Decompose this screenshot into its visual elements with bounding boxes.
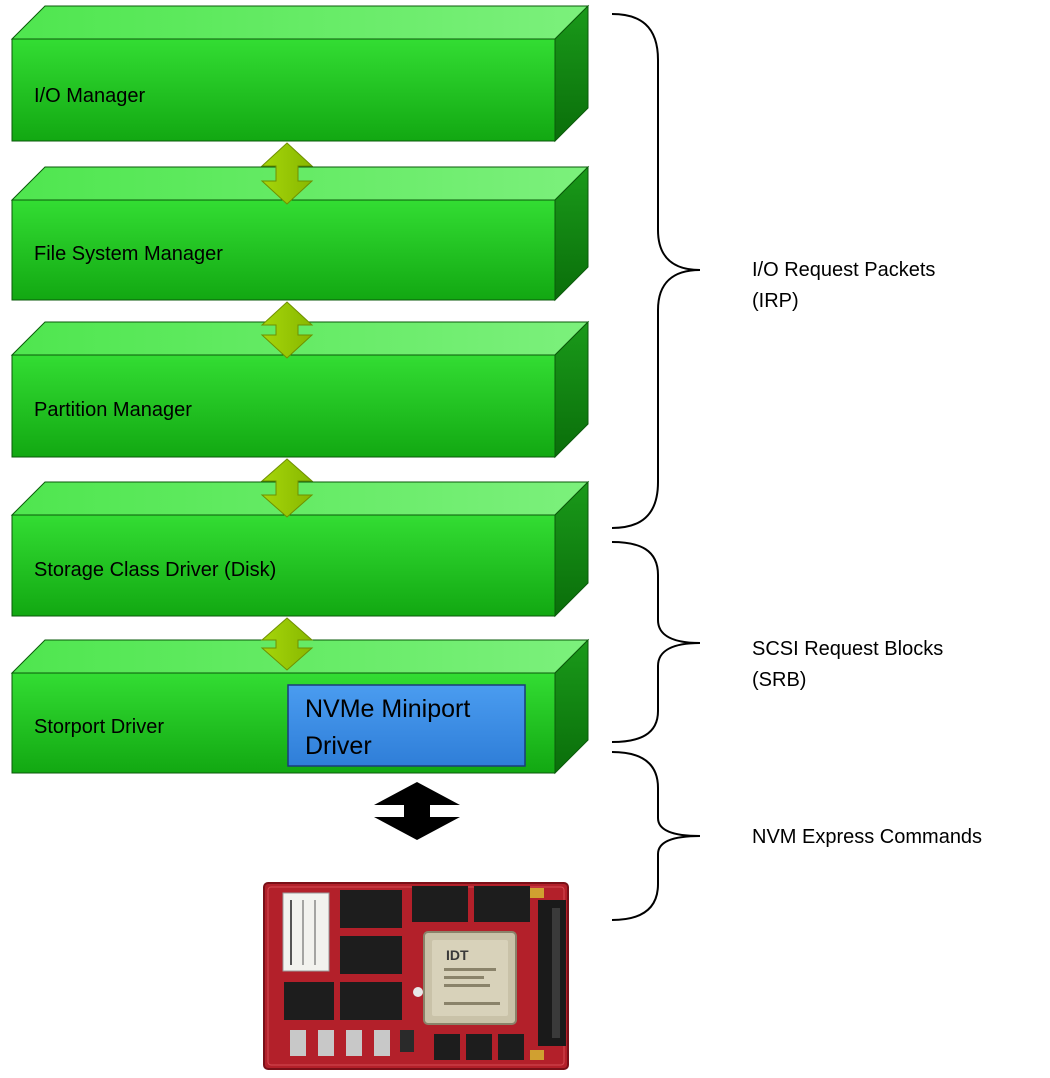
dram-chip xyxy=(498,1034,524,1060)
updown-arrow-4 xyxy=(260,617,314,671)
flash-chip xyxy=(340,936,402,974)
miniport-label-line1: NVMe Miniport xyxy=(305,695,470,723)
flash-chip xyxy=(284,982,334,1020)
miniport-box xyxy=(287,684,526,767)
brace-label-nvm-express: NVM Express Commands xyxy=(752,826,983,848)
layer-front-face xyxy=(11,514,556,617)
layer-partition-manager: Partition Manager xyxy=(10,320,590,459)
layer-label: Storage Class Driver (Disk) xyxy=(34,559,276,581)
layer-front-face xyxy=(11,199,556,301)
brace-label-srb: SCSI Request Blocks (SRB) xyxy=(752,638,944,691)
layer-top-face xyxy=(10,5,590,40)
bidirectional-arrow-to-device xyxy=(374,782,460,840)
nvme-ssd-board-image: IDT xyxy=(263,882,569,1070)
updown-arrow-2 xyxy=(260,301,314,359)
updown-arrow-1 xyxy=(260,142,314,205)
flash-chip xyxy=(340,890,402,928)
flash-chip xyxy=(474,886,530,922)
flash-chip xyxy=(412,886,468,922)
nvme-miniport-driver-box: NVMe Miniport Driver xyxy=(287,684,526,767)
brace-srb xyxy=(611,541,701,743)
controller-brand-text: IDT xyxy=(446,947,469,963)
dram-chip xyxy=(466,1034,492,1060)
layer-front-face xyxy=(11,354,556,458)
miniport-label-line2: Driver xyxy=(305,732,372,760)
layer-file-system-manager: File System Manager xyxy=(10,165,590,302)
layer-io-manager: I/O Manager xyxy=(10,4,590,143)
brace-label-irp: I/O Request Packets (IRP) xyxy=(752,259,936,312)
layer-label: I/O Manager xyxy=(34,85,146,107)
flash-chip xyxy=(340,982,402,1020)
layer-storage-class-driver: Storage Class Driver (Disk) xyxy=(10,480,590,618)
brace-nvm-express xyxy=(611,751,701,921)
layer-label: Partition Manager xyxy=(34,399,192,421)
updown-arrow-3 xyxy=(260,458,314,518)
layer-front-face xyxy=(11,38,556,142)
layer-label: Storport Driver xyxy=(34,716,164,738)
dram-chip xyxy=(434,1034,460,1060)
layer-label: File System Manager xyxy=(34,243,223,265)
board-label-sticker xyxy=(282,892,330,972)
brace-irp xyxy=(611,13,701,529)
